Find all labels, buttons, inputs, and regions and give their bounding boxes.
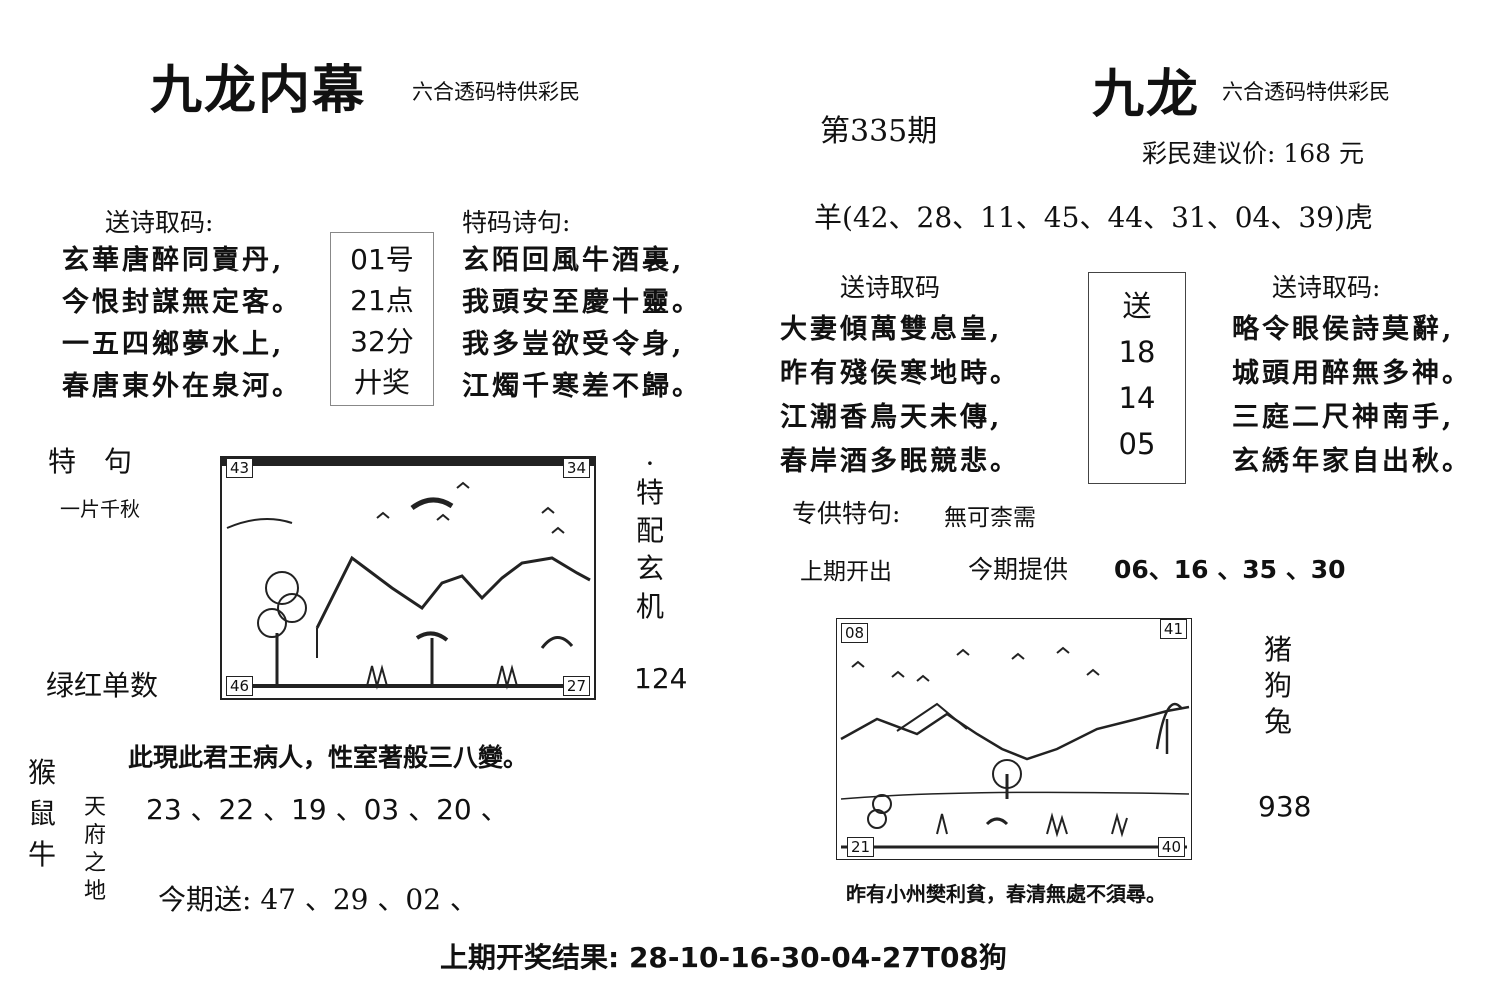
right-poem-left-line: 江潮香鳥天未傳, <box>780 402 1003 433</box>
left-poem-line: 今恨封謀無定客。 <box>62 287 302 318</box>
left-corner-bl: 46 <box>226 676 254 696</box>
left-special-line: 江燭千寒差不歸。 <box>462 371 702 402</box>
right-landscape-image: 08 41 21 40 <box>836 618 1192 860</box>
right-poem-left-line: 昨有殘侯寒地時。 <box>780 358 1020 389</box>
right-poem-header-right: 送诗取码: <box>1272 273 1381 302</box>
left-poem-line: 一五四鄉夢水上, <box>62 329 285 360</box>
right-center-box: 送 18 14 05 <box>1088 272 1186 484</box>
left-zodiac-char: 牛 <box>28 838 57 871</box>
left-title: 九龙内幕 <box>150 60 367 121</box>
left-lvhong: 绿红单数 <box>46 669 159 702</box>
left-special-line: 我多豈欲受令身, <box>462 329 685 360</box>
left-tepei-char: 特 <box>636 476 665 509</box>
left-numbers-line: 23 、22 、19 、03 、20 、 <box>146 793 509 826</box>
footer-result: 上期开奖结果: 28-10-16-30-04-27T08狗 <box>440 941 1007 974</box>
right-poem-right-line: 城頭用醉無多神。 <box>1232 358 1472 389</box>
left-poem-line: 春唐東外在泉河。 <box>62 371 302 402</box>
right-poem-right-line: 三庭二尺神南手, <box>1232 402 1455 433</box>
right-poem-right: 略令眼侯詩莫辭, 城頭用醉無多神。 三庭二尺神南手, 玄綉年家自出秋。 <box>1232 308 1472 484</box>
right-poem-left: 大妻傾萬雙息皇, 昨有殘侯寒地時。 江潮香鳥天未傳, 春岸酒多眠競悲。 <box>780 308 1020 484</box>
right-this-period: 今期提供 <box>968 555 1069 584</box>
right-poem-left-line: 春岸酒多眠競悲。 <box>780 446 1020 477</box>
right-bottom-verse: 昨有小州樊利貧，春清無處不須尋。 <box>846 882 1166 906</box>
left-tepei-vertical: · 特 配 玄 机 <box>636 447 665 626</box>
right-landscape-drawing <box>840 646 1190 849</box>
right-box-line: 18 <box>1118 335 1156 369</box>
right-range-line: 羊(42、28、11、45、44、31、04、39)虎 <box>814 201 1373 234</box>
left-subtitle: 六合透码特供彩民 <box>412 80 580 104</box>
left-verse: 此現此君王病人，性室著般三八變。 <box>128 743 529 772</box>
left-num-124: 124 <box>634 662 688 695</box>
right-box-line: 送 <box>1122 289 1152 323</box>
right-zodiac-char: 狗 <box>1264 669 1293 702</box>
left-box-line: 廾奖 <box>353 366 410 399</box>
right-box-line: 14 <box>1118 381 1156 415</box>
right-corner-bl: 21 <box>847 837 875 857</box>
left-zodiac-char: 猴 <box>28 756 57 789</box>
right-title: 九龙 <box>1092 64 1201 125</box>
left-poem-line: 玄華唐醉同賣丹, <box>62 245 285 276</box>
left-corner-tl: 43 <box>226 458 254 478</box>
right-zodiac-char: 兔 <box>1264 705 1293 738</box>
left-special-header: 特码诗句: <box>462 208 571 237</box>
right-box-line: 05 <box>1118 427 1156 461</box>
left-landscape-image: 43 34 46 27 <box>220 456 596 700</box>
right-last-open: 上期开出 <box>800 559 892 585</box>
right-period-numbers: 06、16 、35 、30 <box>1114 555 1346 584</box>
left-center-box: 01号 21点 32分 廾奖 <box>330 232 434 406</box>
left-poem-header: 送诗取码: <box>105 208 214 237</box>
left-special-line: 我頭安至慶十靈。 <box>462 287 702 318</box>
left-corner-tr: 34 <box>562 458 590 478</box>
left-tianfu-char: 地 <box>84 879 107 904</box>
right-corner-tr: 41 <box>1159 619 1187 639</box>
left-landscape-drawing <box>222 458 594 690</box>
left-zodiac-char: 鼠 <box>28 797 57 830</box>
right-zhuangong-text: 無可柰需 <box>944 505 1036 531</box>
left-tianfu-vertical: 天 府 之 地 <box>84 794 106 906</box>
left-corner-br: 27 <box>562 676 590 696</box>
left-box-line: 32分 <box>350 325 414 358</box>
right-poem-right-line: 玄綉年家自出秋。 <box>1232 446 1472 477</box>
left-tepei-char: · <box>645 447 655 480</box>
left-tepei-char: 玄 <box>636 552 665 585</box>
right-price: 彩民建议价: 168 元 <box>1142 139 1365 168</box>
left-jinqisong: 今期送: 47 、29 、02 、 <box>158 883 478 916</box>
issue-number: 第335期 <box>820 114 938 149</box>
left-tepei-char: 机 <box>636 590 665 623</box>
left-box-line: 01号 <box>350 243 414 276</box>
right-zhuangong-label: 专供特句: <box>792 499 901 528</box>
left-teju-text: 一片千秋 <box>60 497 140 521</box>
right-poem-header-left: 送诗取码 <box>840 273 941 302</box>
right-poem-right-line: 略令眼侯詩莫辭, <box>1232 314 1455 345</box>
left-tepei-char: 配 <box>636 514 665 547</box>
right-corner-br: 40 <box>1157 837 1185 857</box>
left-tianfu-char: 天 <box>84 795 107 820</box>
right-subtitle: 六合透码特供彩民 <box>1222 80 1390 104</box>
left-special-poem: 玄陌回風牛酒裏, 我頭安至慶十靈。 我多豈欲受令身, 江燭千寒差不歸。 <box>462 240 702 408</box>
right-zodiac-vertical: 猪 狗 兔 <box>1264 632 1292 740</box>
left-special-line: 玄陌回風牛酒裏, <box>462 245 685 276</box>
left-zodiac-vertical: 猴 鼠 牛 <box>28 752 56 875</box>
right-num-938: 938 <box>1258 790 1312 823</box>
left-box-line: 21点 <box>350 284 414 317</box>
right-poem-left-line: 大妻傾萬雙息皇, <box>780 314 1003 345</box>
left-poem: 玄華唐醉同賣丹, 今恨封謀無定客。 一五四鄉夢水上, 春唐東外在泉河。 <box>62 240 302 408</box>
left-teju-label: 特 句 <box>48 445 133 478</box>
left-tianfu-char: 之 <box>84 851 107 876</box>
right-zodiac-char: 猪 <box>1264 633 1293 666</box>
left-tianfu-char: 府 <box>84 823 107 848</box>
right-corner-tl: 08 <box>841 623 869 643</box>
